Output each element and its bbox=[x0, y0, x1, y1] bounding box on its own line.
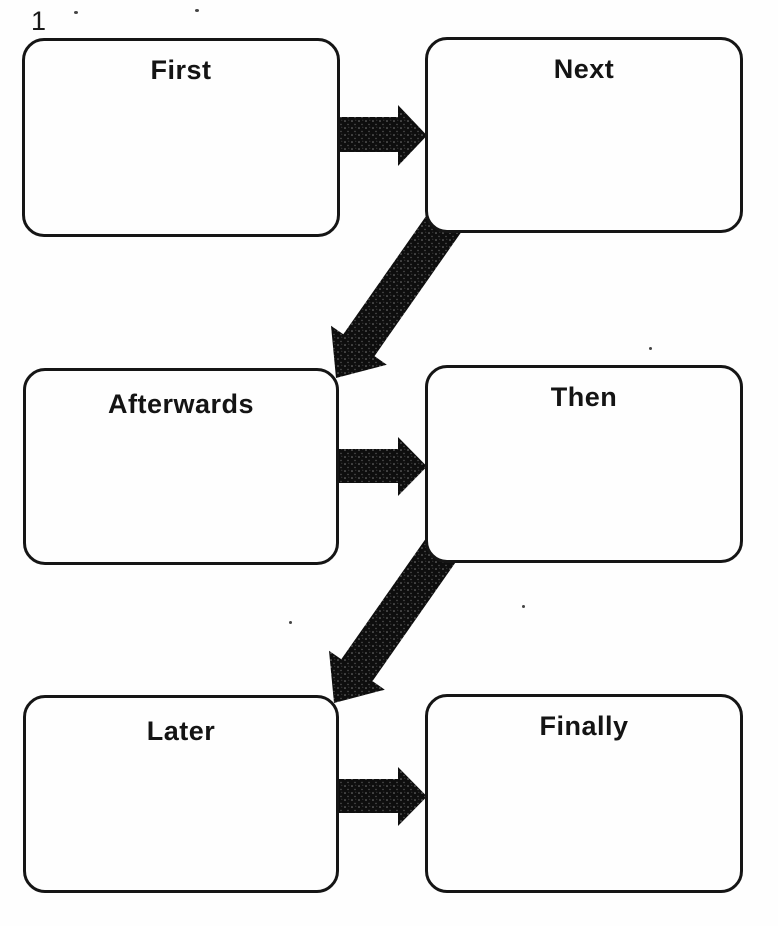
sequence-box-later: Later bbox=[23, 695, 339, 893]
arrow-first-to-next-icon bbox=[336, 105, 427, 166]
scan-speck bbox=[522, 605, 525, 608]
sequence-box-then: Then bbox=[425, 365, 743, 563]
sequence-box-label: Then bbox=[550, 382, 618, 412]
sequence-box-label: Later bbox=[146, 716, 216, 746]
sequence-box-label: Afterwards bbox=[107, 389, 255, 419]
sequence-box-afterwards: Afterwards bbox=[23, 368, 339, 565]
sequence-box-finally: Finally bbox=[425, 694, 743, 893]
arrow-next-to-afterwards-icon bbox=[331, 204, 466, 378]
arrow-later-to-finally-icon bbox=[336, 767, 427, 826]
sequence-box-label: Next bbox=[553, 54, 615, 84]
scan-speck bbox=[74, 11, 78, 14]
arrow-then-to-later-icon bbox=[329, 529, 464, 703]
scan-speck bbox=[195, 9, 199, 12]
sequence-box-next: Next bbox=[425, 37, 743, 233]
arrow-afterwards-to-then-icon bbox=[336, 437, 427, 496]
sequence-box-first: First bbox=[22, 38, 340, 237]
sequence-box-label: Finally bbox=[539, 711, 629, 741]
page-number: 1 bbox=[31, 6, 47, 36]
scan-speck bbox=[289, 621, 292, 624]
sequence-box-label: First bbox=[150, 55, 212, 85]
scan-speck bbox=[649, 347, 652, 350]
